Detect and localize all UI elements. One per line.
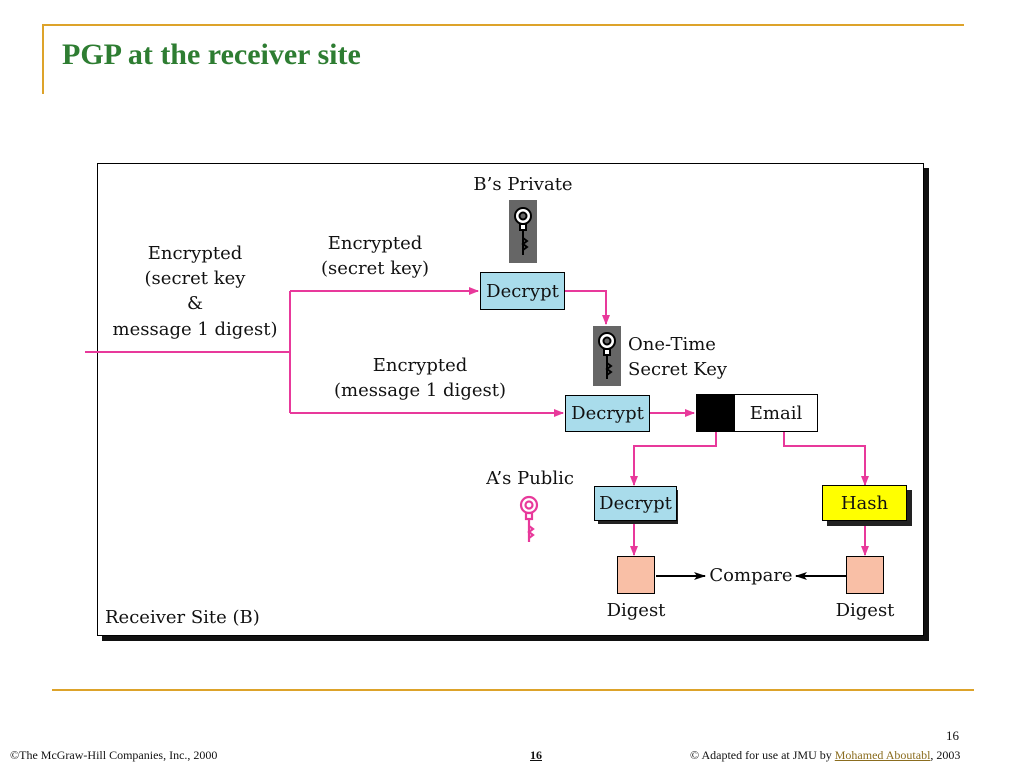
a-public-key-icon (515, 494, 543, 546)
receiver-site-label: Receiver Site (B) (105, 607, 260, 628)
compare-label: Compare (709, 565, 793, 586)
a-public-label: A’s Public (486, 468, 574, 489)
title-left-rule (42, 24, 44, 94)
decrypt-to-key-arrow (565, 290, 610, 325)
footer-attribution: © Adapted for use at JMU by Mohamed Abou… (690, 748, 960, 763)
decrypt-secret-key-box: Decrypt (480, 272, 565, 310)
email-right-branch (783, 431, 869, 486)
author-link[interactable]: Mohamed Aboutabl (834, 748, 931, 762)
decrypt-message-box: Decrypt (565, 395, 650, 432)
footer-page-number: 16 (530, 748, 542, 762)
input-label: Encrypted (secret key & message 1 digest… (112, 243, 278, 340)
one-time-key-icon (593, 326, 621, 386)
upper-branch-label: Encrypted (secret key) (321, 233, 429, 280)
digest-right-box (846, 556, 884, 594)
lower-branch-label: Encrypted (message 1 digest) (334, 355, 506, 402)
email-box: Email (696, 394, 818, 432)
footer-rule (52, 689, 974, 691)
email-left-branch (630, 431, 717, 486)
slide-title: PGP at the receiver site (62, 38, 361, 71)
one-time-key-label: One-Time Secret Key (628, 334, 728, 381)
hash-box: Hash (822, 485, 907, 521)
decrypt-digest-box: Decrypt (594, 486, 677, 521)
digest-right-label: Digest (835, 600, 895, 621)
email-label: Email (749, 402, 803, 424)
digest-left-label: Digest (606, 600, 666, 621)
b-private-key-icon (509, 200, 537, 263)
footer-attribution-suffix: , 2003 (930, 748, 961, 762)
footer-attribution-prefix: © Adapted for use at JMU by (690, 748, 835, 762)
b-private-label: B’s Private (473, 174, 573, 195)
slide-number: 16 (946, 728, 959, 743)
email-header-block (697, 395, 735, 431)
title-top-rule (42, 24, 964, 26)
digest-left-box (617, 556, 655, 594)
footer-copyright: ©The McGraw-Hill Companies, Inc., 2000 (10, 748, 218, 762)
